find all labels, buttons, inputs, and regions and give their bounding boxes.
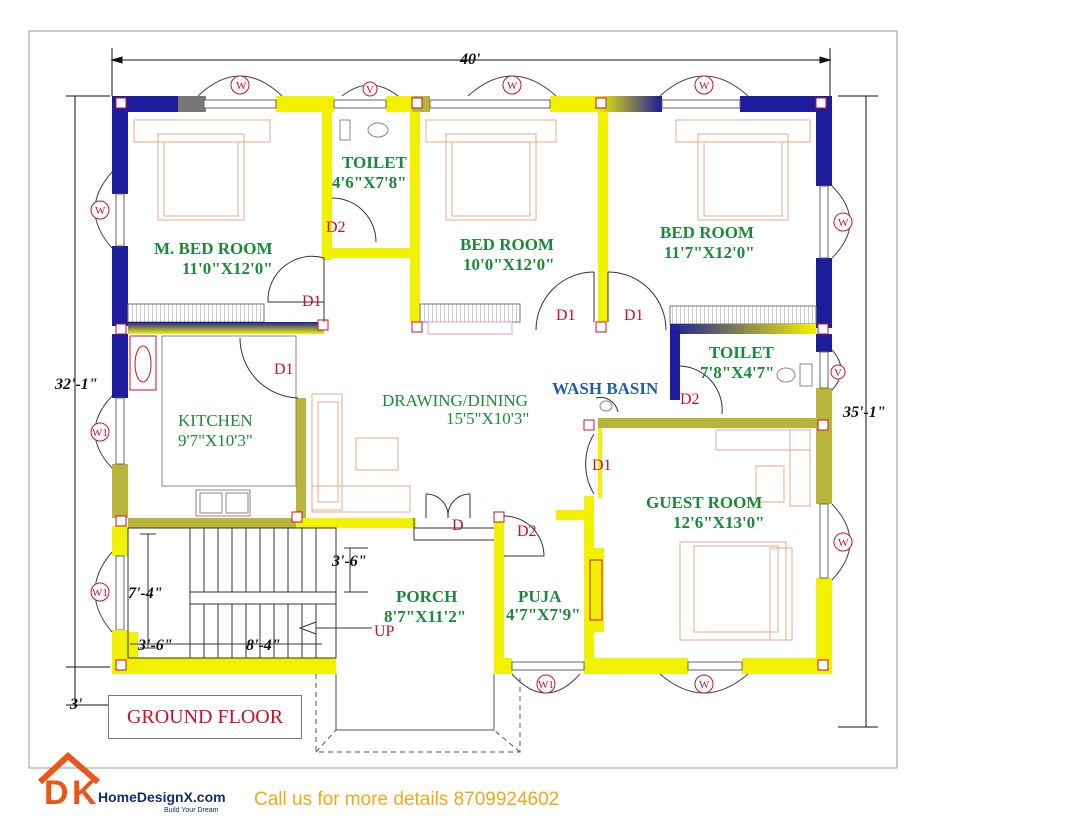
width-dimension-label: 40'	[459, 51, 481, 68]
house-roof-icon	[37, 752, 100, 785]
m-bed-name: M. BED ROOM	[154, 239, 273, 258]
door-label-toilet1: D2	[326, 219, 346, 236]
window-label-right2: W	[838, 537, 849, 549]
window-label-left1: W	[95, 205, 106, 217]
stair-up-label: UP	[374, 623, 395, 640]
guest-size: 12'6"X13'0"	[673, 513, 765, 532]
window-label-bottom1: W1	[538, 679, 554, 691]
frame-border	[28, 30, 898, 769]
brand-logo: D K HomeDesignX.com Build Your Dream	[36, 752, 236, 818]
right-dimension-line	[838, 95, 878, 728]
left-dimension-line	[66, 95, 110, 706]
bed2-name: BED ROOM	[460, 235, 554, 254]
guest-name: GUEST ROOM	[646, 493, 762, 512]
stair-step-label: 3'-6"	[137, 637, 173, 654]
door-label-puja: D2	[517, 523, 537, 540]
porch-steps	[315, 674, 521, 753]
brand-tagline: Build Your Dream	[164, 807, 219, 814]
right-height-label: 35'-1"	[842, 404, 886, 421]
contact-text: Call us for more details 8709924602	[254, 789, 560, 810]
window-label-right-toilet: V	[834, 367, 842, 379]
brand-letter-k: K	[72, 774, 97, 812]
window-label-right1: W	[838, 217, 849, 229]
window-label-top3: W	[699, 80, 710, 92]
bed2-size: 10'0"X12'0"	[463, 255, 555, 274]
toilet1-size: 4'6"X7'8"	[332, 173, 407, 192]
window-label-left2: W1	[92, 427, 108, 439]
stair-width-label: 7'-4"	[128, 585, 163, 602]
kitchen-size: 9'7"X10'3"	[178, 431, 253, 450]
walls	[112, 96, 832, 674]
left-height-label: 32'-1"	[54, 376, 98, 393]
window-label-bottom2: W	[699, 679, 710, 691]
plan-title: GROUND FLOOR	[126, 705, 284, 728]
door-label-kitchen: D1	[274, 361, 294, 378]
window-label-top1: W	[236, 80, 247, 92]
toilet2-name: TOILET	[709, 343, 775, 362]
drawing-name: DRAWING/DINING	[382, 391, 528, 410]
porch-size: 8'7"X11'2"	[384, 607, 466, 626]
furniture	[129, 119, 813, 641]
drawing-size: 15'5"X10'3"	[446, 409, 529, 428]
columns	[115, 97, 829, 671]
door-label-bed3: D1	[624, 307, 644, 324]
m-bed-size: 11'0"X12'0"	[182, 259, 273, 278]
window-bays	[94, 75, 851, 694]
toilet2-size: 7'8"X4'7"	[700, 363, 775, 382]
porch-name: PORCH	[396, 587, 457, 606]
kitchen-name: KITCHEN	[178, 411, 253, 430]
window-label-top2: W	[507, 80, 518, 92]
window-label-left3: W1	[92, 587, 108, 599]
window-markers	[90, 75, 853, 694]
door-leaves	[323, 258, 609, 541]
puja-name: PUJA	[518, 587, 562, 606]
door-label-mbed: D1	[302, 293, 322, 310]
stair-run-label: 8'-4"	[246, 637, 281, 654]
brand-name: HomeDesignX.com	[98, 789, 226, 805]
plan-title-box: GROUND FLOOR	[108, 695, 302, 739]
door-label-guest: D1	[592, 457, 612, 474]
bed3-size: 11'7"X12'0"	[664, 243, 755, 262]
staircase	[127, 527, 372, 659]
brand-letter-d: D	[44, 774, 69, 812]
puja-size: 4'7"X7'9"	[506, 605, 581, 624]
setback-label: 3'	[69, 696, 83, 713]
door-label-toilet2: D2	[680, 391, 700, 408]
door-label-main: D	[452, 517, 464, 534]
toilet1-name: TOILET	[342, 153, 408, 172]
window-label-top-toilet: V	[366, 84, 374, 96]
porch-step-label: 3'-6"	[331, 553, 367, 570]
door-label-bed2: D1	[556, 307, 576, 324]
wash-basin-label: WASH BASIN	[552, 379, 659, 398]
top-dimension-line	[110, 48, 832, 96]
bed3-name: BED ROOM	[660, 223, 754, 242]
door-swings	[239, 197, 723, 557]
